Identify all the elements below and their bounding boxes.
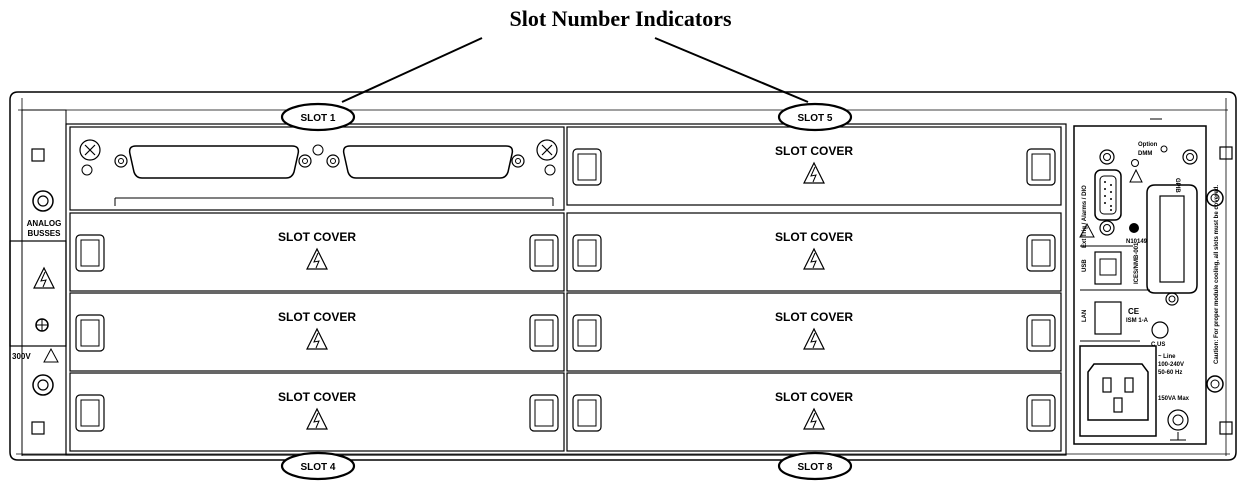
slot-8-indicator — [777, 451, 853, 481]
square-screw-bottom-right — [1219, 421, 1233, 435]
slot-cover-label: SLOT COVER — [278, 230, 356, 244]
gpib-connector — [1146, 184, 1198, 294]
warning-triangle-icon — [803, 247, 825, 270]
analog-bus-connector-bottom — [32, 374, 54, 396]
slot-6-cover: SLOT COVER — [566, 212, 1062, 292]
square-screw-top-right — [1219, 146, 1233, 160]
option-label: Option — [1138, 142, 1158, 148]
cover-handle-right — [1026, 234, 1056, 272]
warning-triangle-icon — [803, 407, 825, 430]
voltage-range-label: 100-240V — [1158, 362, 1184, 368]
slot-1-label: SLOT 1 — [300, 113, 335, 124]
slot-cover-label: SLOT COVER — [775, 390, 853, 404]
module-screw-right-icon — [536, 139, 558, 161]
warning-triangle-icon — [33, 266, 55, 289]
slot-4-cover: SLOT COVER — [69, 372, 565, 452]
cover-handle-left — [75, 234, 105, 272]
warning-triangle-icon — [306, 327, 328, 350]
cover-handle-right — [529, 314, 559, 352]
cover-handle-left — [572, 234, 602, 272]
slot-4-label: SLOT 4 — [300, 462, 335, 473]
cert-mark-icon — [1129, 223, 1139, 233]
ce-label: CE — [1128, 307, 1140, 316]
slot-8-cover: SLOT COVER — [566, 372, 1062, 452]
slot-5-indicator — [777, 102, 853, 132]
warning-triangle-io-icon — [1129, 168, 1143, 183]
cover-handle-right — [529, 394, 559, 432]
dsub-connector-1 — [128, 145, 300, 179]
cover-handle-left — [572, 148, 602, 186]
slot-cover-label: SLOT COVER — [775, 144, 853, 158]
warning-triangle-icon — [306, 407, 328, 430]
freq-label: 50-60 Hz — [1158, 370, 1182, 376]
power-inlet — [1079, 345, 1157, 437]
left-panel — [21, 109, 67, 456]
cover-handle-right — [1026, 148, 1056, 186]
power-label: 150VA Max — [1158, 396, 1190, 402]
cover-handle-right — [1026, 394, 1056, 432]
cover-handle-right — [529, 234, 559, 272]
busses-label: BUSSES — [28, 229, 62, 238]
slot-8-label: SLOT 8 — [797, 462, 832, 473]
lan-port — [1094, 301, 1122, 335]
slot-cover-label: SLOT COVER — [278, 310, 356, 324]
module-center-screw-icon — [312, 144, 324, 156]
square-screw-top-left — [31, 148, 45, 162]
cover-handle-left — [572, 314, 602, 352]
slot-7-cover: SLOT COVER — [566, 292, 1062, 372]
cover-handle-right — [1026, 314, 1056, 352]
cooling-note: Caution: For proper module cooling, all … — [1214, 185, 1220, 364]
slot-1-indicator — [280, 102, 356, 132]
dsub-connector-2 — [342, 145, 514, 179]
usb-label: USB — [1082, 259, 1088, 272]
usb-port — [1094, 251, 1122, 285]
square-screw-bottom-left — [31, 421, 45, 435]
figure-title: Slot Number Indicators — [509, 6, 732, 31]
csa-label: C US — [1151, 342, 1165, 348]
slot-1-module — [69, 126, 565, 211]
chassis-outline — [9, 91, 1237, 461]
ground-terminal-icon — [1167, 409, 1189, 431]
slot-2-cover: SLOT COVER — [69, 212, 565, 292]
slot-bay — [65, 123, 1067, 456]
ices-label: ICES/NMB-001 — [1134, 242, 1140, 284]
warning-triangle-icon — [803, 161, 825, 184]
slot-5-label: SLOT 5 — [797, 113, 832, 124]
slot-4-indicator — [280, 451, 356, 481]
slot-3-cover: SLOT COVER — [69, 292, 565, 372]
warning-triangle-icon — [306, 247, 328, 270]
db9-connector — [1094, 169, 1122, 221]
cover-handle-left — [75, 314, 105, 352]
slot-5-cover: SLOT COVER — [566, 126, 1062, 206]
ext-trig-label: Ext Trig / Alarms / DIO — [1082, 185, 1088, 248]
cover-handle-left — [572, 394, 602, 432]
line-label: ~ Line — [1158, 354, 1176, 360]
ism-label: ISM 1-A — [1126, 318, 1149, 324]
right-io-panel: Ext Trig / Alarms / DIO Option DMM N1014… — [1073, 118, 1233, 445]
csa-mark-icon — [1151, 321, 1169, 339]
analog-label: ANALOG — [27, 219, 62, 228]
nom-label: N10149 — [1126, 239, 1148, 245]
slot-cover-label: SLOT COVER — [775, 230, 853, 244]
slot-cover-label: SLOT COVER — [775, 310, 853, 324]
voltage-warning-icon — [43, 347, 59, 363]
dmm-label: DMM — [1138, 151, 1152, 157]
warning-triangle-small-icon — [1079, 222, 1095, 238]
analog-bus-connector-top — [32, 190, 54, 212]
module-screw-left-icon — [79, 139, 101, 161]
slot-cover-label: SLOT COVER — [278, 390, 356, 404]
lan-label: LAN — [1082, 310, 1088, 322]
cover-handle-left — [75, 394, 105, 432]
voltage-label: 300V — [12, 352, 31, 361]
warning-triangle-icon — [803, 327, 825, 350]
